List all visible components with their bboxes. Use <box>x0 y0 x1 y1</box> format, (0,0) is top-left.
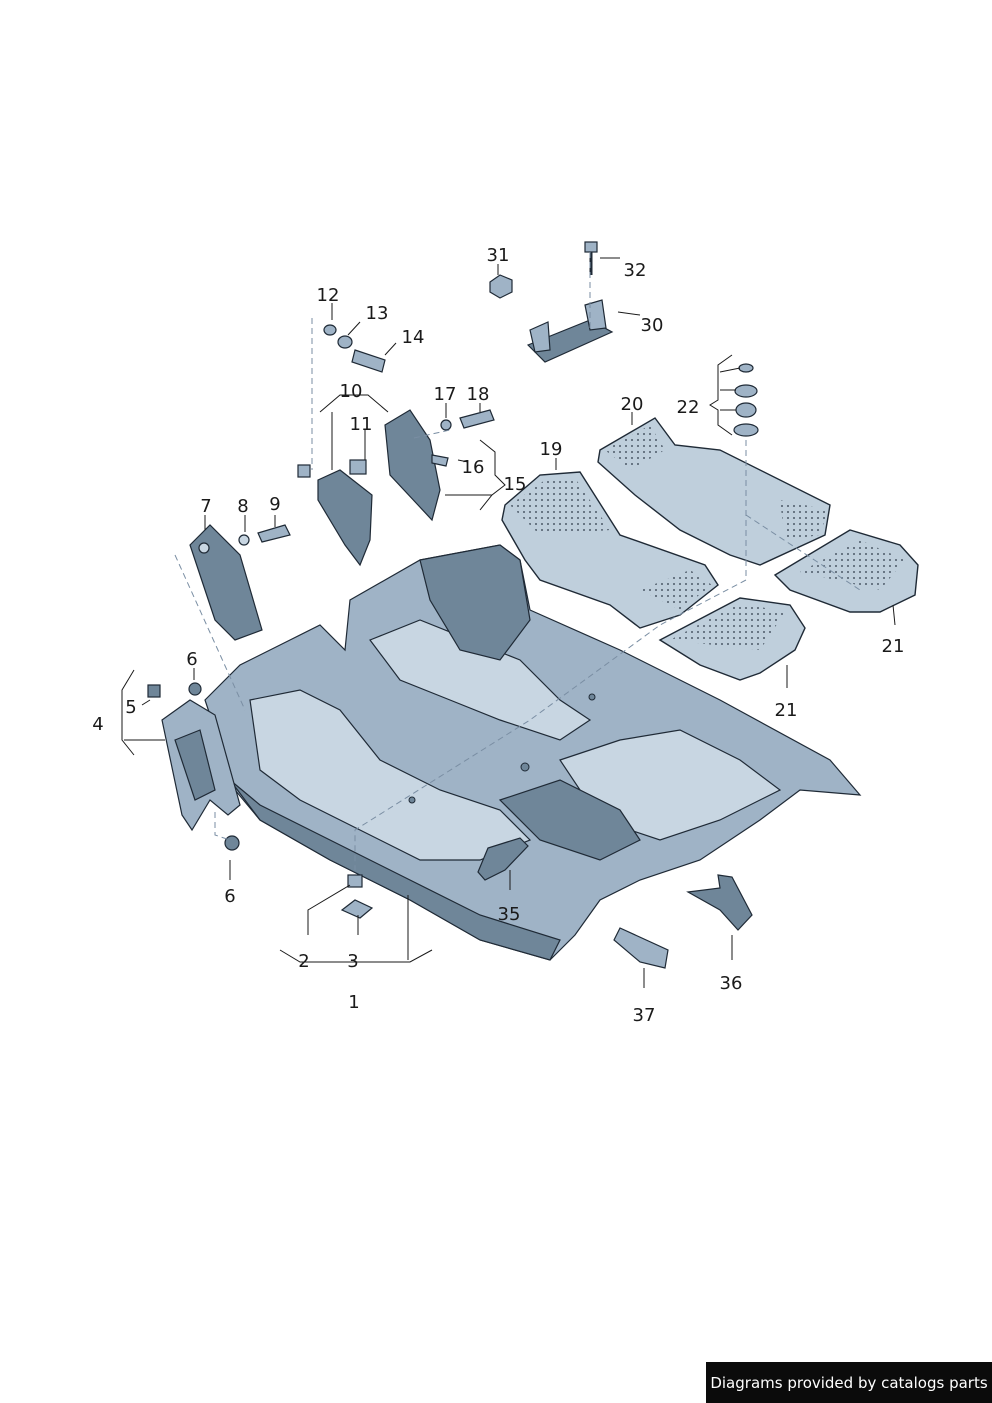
floor-mat-19[interactable] <box>501 471 719 629</box>
callout-35: 35 <box>498 904 521 925</box>
part-36-bracket[interactable] <box>686 874 753 931</box>
callout-13: 13 <box>366 303 389 324</box>
part-15-bracket[interactable] <box>384 409 495 522</box>
floor-mat-21-left[interactable] <box>658 597 806 681</box>
callout-37: 37 <box>633 1005 656 1026</box>
callout-18: 18 <box>467 384 490 405</box>
floor-mat-21-right[interactable] <box>773 529 919 613</box>
part-32-screw[interactable] <box>584 241 598 275</box>
callout-16: 16 <box>462 457 485 478</box>
footer-credit-badge: Diagrams provided by catalogs parts <box>706 1362 992 1403</box>
callout-36: 36 <box>720 973 743 994</box>
part-31-nut[interactable] <box>489 274 513 299</box>
callout-30: 30 <box>641 315 664 336</box>
part-35-cover[interactable] <box>477 837 529 881</box>
callout-19: 19 <box>540 439 563 460</box>
callout-9: 9 <box>269 494 280 515</box>
callout-17: 17 <box>434 384 457 405</box>
callout-20: 20 <box>621 394 644 415</box>
fastener-set-22[interactable] <box>733 363 759 437</box>
callout-22: 22 <box>677 397 700 418</box>
part-3-clip[interactable] <box>340 899 374 919</box>
callout-11: 11 <box>350 414 373 435</box>
callout-8: 8 <box>237 496 248 517</box>
callout-21-left: 21 <box>775 700 798 721</box>
callout-10: 10 <box>340 381 363 402</box>
callout-32: 32 <box>624 260 647 281</box>
callout-12: 12 <box>317 285 340 306</box>
callout-14: 14 <box>402 327 425 348</box>
reference-lines <box>174 252 861 870</box>
fastener-set-12-14[interactable] <box>323 324 386 373</box>
callout-3: 3 <box>347 951 358 972</box>
part-2-clip[interactable] <box>347 874 363 888</box>
callout-31: 31 <box>487 245 510 266</box>
part-10-bracket[interactable] <box>297 459 373 567</box>
side-panel-assembly[interactable] <box>147 682 241 851</box>
callout-5: 5 <box>125 697 136 718</box>
callout-labels: 1 2 3 4 5 6 6 7 8 9 10 11 12 13 14 15 16… <box>92 245 904 1026</box>
callout-6-top: 6 <box>186 649 197 670</box>
callout-6-bottom: 6 <box>224 886 235 907</box>
floor-mat-20[interactable] <box>597 417 831 566</box>
callout-15: 15 <box>504 474 527 495</box>
part-30-bracket[interactable] <box>526 299 614 363</box>
callout-2: 2 <box>298 951 309 972</box>
callout-4: 4 <box>92 714 103 735</box>
part-37-cover[interactable] <box>613 927 669 969</box>
callout-1: 1 <box>348 992 359 1013</box>
floor-carpet[interactable] <box>204 544 862 961</box>
part-7-panel[interactable] <box>189 524 291 641</box>
callout-7: 7 <box>200 496 211 517</box>
callout-21-right: 21 <box>882 636 905 657</box>
leader-lines <box>121 257 896 988</box>
